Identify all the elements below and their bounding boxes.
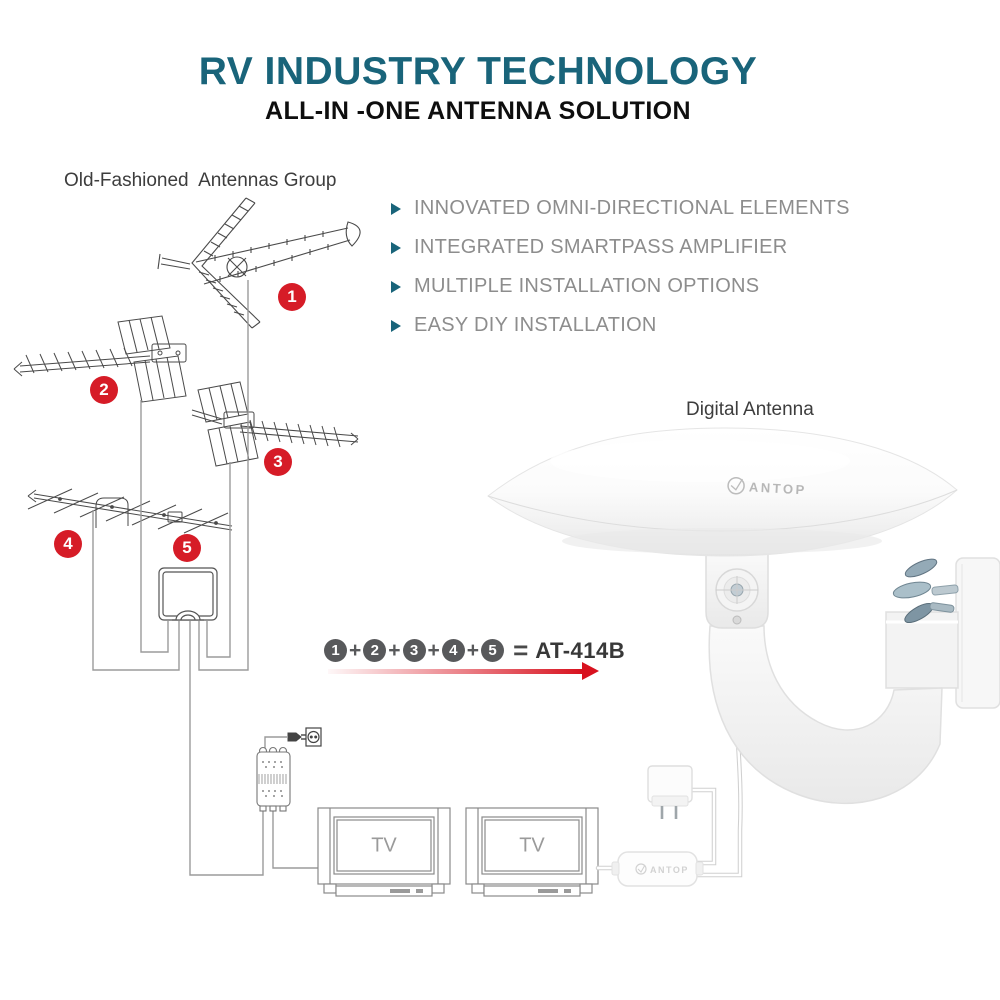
- wires: [92, 280, 318, 876]
- antenna-badge-5: 5: [173, 534, 201, 562]
- formula-number-2: 2: [363, 639, 387, 662]
- feature-item: EASY DIY INSTALLATION: [391, 306, 850, 345]
- antenna-drawing-4: [27, 488, 233, 534]
- plus-sign: +: [427, 638, 440, 662]
- formula-number-5: 5: [481, 639, 505, 662]
- feature-item: INTEGRATED SMARTPASS AMPLIFIER: [391, 228, 850, 267]
- formula-number-3: 3: [402, 639, 426, 662]
- power-plug-icon: [287, 732, 306, 742]
- inline-amplifier-drawing: ANTOP: [611, 851, 704, 887]
- antenna-badge-1: 1: [278, 283, 306, 311]
- antenna-badge-4: 4: [54, 530, 82, 558]
- formula-number-4: 4: [441, 639, 465, 662]
- equals-sign: =: [513, 635, 529, 665]
- antop-logo-text: ANTOP: [749, 479, 807, 497]
- antenna-drawing-1: [157, 197, 361, 329]
- old-antennas-label: Old-Fashioned Antennas Group: [64, 170, 337, 191]
- tv-2-label: TV: [519, 834, 545, 857]
- tv-2-drawing: [465, 807, 599, 897]
- antenna-badge-3: 3: [264, 448, 292, 476]
- formula: 1 + 2 + 3 + 4 + 5 = AT-414B: [324, 635, 625, 666]
- plus-sign: +: [349, 638, 362, 662]
- page-subtitle: ALL-IN -ONE ANTENNA SOLUTION: [265, 97, 691, 125]
- wall-plate: [955, 557, 1000, 709]
- triangle-bullet-icon: [391, 241, 401, 254]
- tv-1-drawing: [317, 807, 451, 897]
- amplifier-brand-text: ANTOP: [650, 865, 689, 875]
- feature-item: INNOVATED OMNI-DIRECTIONAL ELEMENTS: [391, 189, 850, 228]
- combiner-box-drawing: [158, 567, 218, 621]
- tv-1-label: TV: [371, 834, 397, 857]
- red-arrow-line: [328, 668, 582, 674]
- digital-antenna-label: Digital Antenna: [686, 399, 814, 420]
- antenna-drawing-2: [13, 315, 187, 403]
- mount-arm: [885, 611, 959, 689]
- antenna-disc: ANTOP: [487, 427, 958, 557]
- splitter-drawing: [256, 746, 291, 812]
- red-arrow: [328, 662, 599, 680]
- formula-number-1: 1: [324, 639, 347, 662]
- page-title: RV INDUSTRY TECHNOLOGY: [198, 50, 758, 93]
- features-list: INNOVATED OMNI-DIRECTIONAL ELEMENTS INTE…: [391, 189, 850, 345]
- plus-sign: +: [388, 638, 401, 662]
- wall-outlet-icon: [305, 727, 322, 747]
- red-arrow-head-icon: [582, 662, 599, 680]
- feature-item: MULTIPLE INSTALLATION OPTIONS: [391, 267, 850, 306]
- feature-label: INNOVATED OMNI-DIRECTIONAL ELEMENTS: [414, 197, 850, 219]
- model-number: AT-414B: [535, 637, 626, 663]
- triangle-bullet-icon: [391, 319, 401, 332]
- antenna-badge-2: 2: [90, 376, 118, 404]
- feature-label: INTEGRATED SMARTPASS AMPLIFIER: [414, 236, 788, 258]
- triangle-bullet-icon: [391, 202, 401, 215]
- power-adapter-drawing: [647, 765, 693, 819]
- mount-bracket: [708, 625, 943, 805]
- plus-sign: +: [466, 638, 480, 662]
- triangle-bullet-icon: [391, 280, 401, 293]
- wing-nuts: [892, 558, 959, 624]
- feature-label: MULTIPLE INSTALLATION OPTIONS: [414, 275, 760, 297]
- feature-label: EASY DIY INSTALLATION: [414, 314, 657, 336]
- digital-antenna-drawing: ANTOP: [487, 427, 1000, 805]
